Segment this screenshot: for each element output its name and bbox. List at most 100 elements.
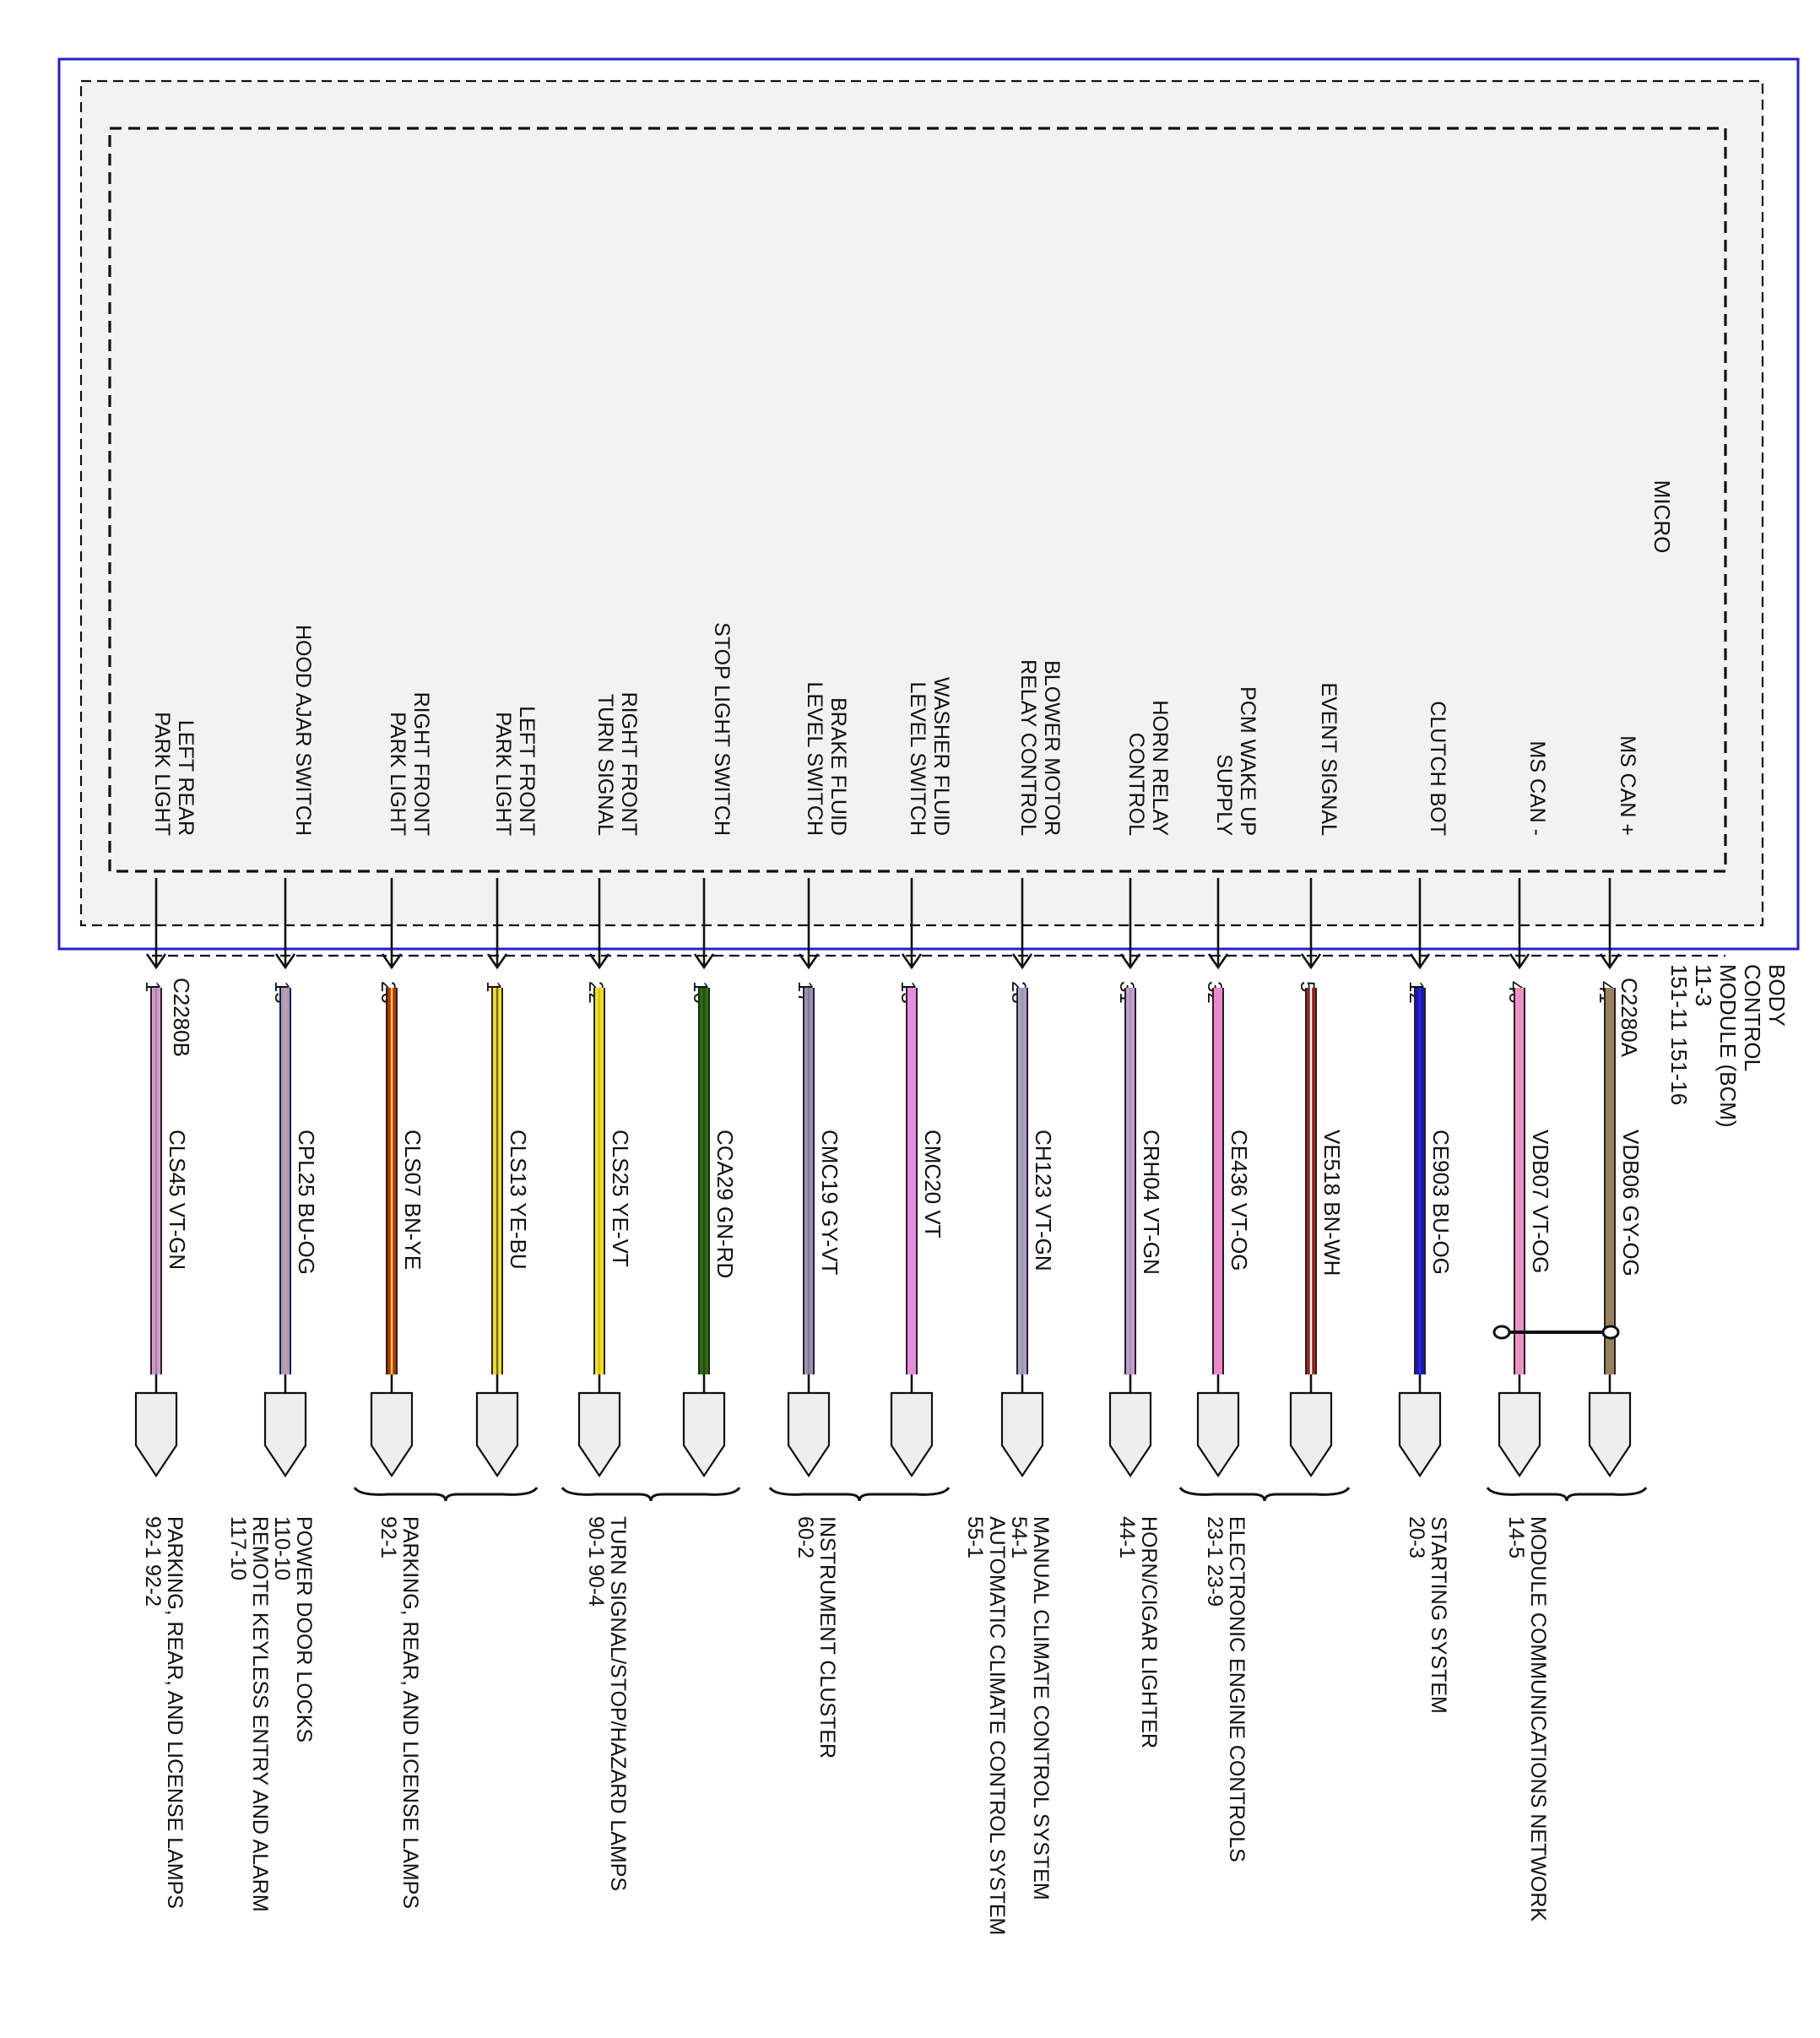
pin-arrow-icon — [1409, 953, 1431, 970]
wire-tracer — [1418, 988, 1422, 1374]
terminal-connector-icon — [1588, 1391, 1632, 1477]
wire-label: CE436 VT-OG — [1227, 1130, 1252, 1271]
signal-name: HORN RELAY — [1148, 700, 1172, 836]
group-brace — [561, 1487, 741, 1502]
wire-tracer — [910, 988, 913, 1374]
signal-name: RIGHT FRONT — [617, 692, 641, 836]
signal-name: BRAKE FLUID — [826, 697, 850, 836]
signal-name: RIGHT FRONT — [409, 692, 433, 836]
module-name-line: 151-11 151-16 — [1666, 964, 1692, 1105]
pin-arrow-icon — [274, 953, 296, 970]
signal-name: LEFT REAR — [174, 720, 198, 836]
destination-text: 20-3 — [1405, 1516, 1428, 1558]
wire-label: CLS25 YE-VT — [608, 1130, 633, 1267]
destination-text: 54-1 — [1007, 1516, 1031, 1558]
wire-label: CMC19 GY-VT — [817, 1130, 842, 1276]
terminal-connector-icon — [1196, 1391, 1240, 1477]
signal-name: RELAY CONTROL — [1016, 659, 1040, 836]
group-brace — [768, 1487, 951, 1502]
wire-tracer — [598, 988, 601, 1374]
destination-text: INSTRUMENT CLUSTER — [815, 1516, 839, 1759]
pin-arrow-icon — [1599, 953, 1621, 970]
wire-label: CRH04 VT-GN — [1139, 1130, 1164, 1275]
wire-label: CH123 VT-GN — [1031, 1130, 1056, 1271]
pin-arrow-icon — [901, 953, 923, 970]
destination-text: 14-5 — [1504, 1516, 1528, 1558]
terminal-connector-icon — [577, 1391, 621, 1477]
destination-text: 44-1 — [1115, 1516, 1139, 1558]
wire-label: CCA29 GN-RD — [712, 1130, 738, 1278]
signal-name: EVENT SIGNAL — [1317, 682, 1341, 836]
signal-name: PCM WAKE UP — [1236, 686, 1259, 836]
connector-c2280a-label: C2280A — [1617, 978, 1642, 1058]
pin-arrow-icon — [1119, 953, 1141, 970]
terminal-connector-icon — [263, 1391, 307, 1477]
terminal-connector-icon — [682, 1391, 726, 1477]
terminal-connector-icon — [890, 1391, 934, 1477]
signal-name: PARK LIGHT — [491, 712, 515, 836]
connector-c2280b-label: C2280B — [169, 978, 194, 1057]
terminal-connector-icon — [134, 1391, 178, 1477]
wire-label: CLS07 BN-YE — [400, 1130, 425, 1270]
wire-tracer — [1309, 988, 1313, 1374]
module-name-line: CONTROL — [1740, 964, 1765, 1071]
pin-arrow-icon — [1011, 953, 1033, 970]
wire-tracer — [702, 988, 706, 1374]
pin-arrow-icon — [798, 953, 820, 970]
signal-name: CONTROL — [1124, 733, 1148, 836]
signal-name: WASHER FLUID — [929, 677, 953, 836]
signal-name: CLUTCH BOT — [1426, 701, 1449, 836]
signal-name: STOP LIGHT SWITCH — [710, 622, 734, 836]
pin-arrow-icon — [145, 953, 167, 970]
destination-text: 117-10 — [226, 1516, 250, 1580]
destination-text: 90-1 90-4 — [584, 1516, 608, 1607]
wire-tracer — [284, 988, 287, 1374]
terminal-connector-icon — [787, 1391, 831, 1477]
wire-label: CLS13 YE-BU — [506, 1130, 531, 1270]
terminal-connector-icon — [370, 1391, 414, 1477]
destination-reference: MANUAL CLIMATE CONTROL SYSTEM54-1AUTOMAT… — [963, 1516, 1053, 1935]
wire-label: VDB06 GY-OG — [1618, 1130, 1644, 1276]
pin-arrow-icon — [1207, 953, 1229, 970]
signal-name: LEVEL SWITCH — [803, 682, 826, 836]
destination-text: REMOTE KEYLESS ENTRY AND ALARM — [248, 1516, 272, 1912]
terminal-connector-icon — [1108, 1391, 1152, 1477]
terminal-connector-icon — [1289, 1391, 1333, 1477]
wire-label: CPL25 BU-OG — [294, 1130, 319, 1275]
pin-arrow-icon — [693, 953, 715, 970]
circuit-cca29: STOP LIGHT SWITCH16CCA29 GN-RD — [682, 622, 738, 1477]
signal-name: TURN SIGNAL — [593, 694, 617, 836]
wire-tracer — [496, 988, 499, 1374]
pin-arrow-icon — [1509, 953, 1530, 970]
destination-text: STARTING SYSTEM — [1427, 1516, 1450, 1714]
signal-name: SUPPLY — [1212, 754, 1236, 836]
group-brace — [1178, 1487, 1351, 1502]
wire-label: CLS45 VT-GN — [165, 1130, 190, 1270]
signal-name: MS CAN + — [1616, 735, 1639, 836]
wire-label: VDB07 VT-OG — [1528, 1130, 1553, 1274]
signal-name: MS CAN - — [1525, 741, 1549, 837]
micro-box — [108, 127, 1727, 873]
terminal-connector-icon — [1000, 1391, 1044, 1477]
group-brace — [1486, 1487, 1648, 1502]
signal-name: BLOWER MOTOR — [1040, 660, 1064, 836]
micro-label: MICRO — [1649, 480, 1675, 554]
destination-text: TURN SIGNAL/STOP/HAZARD LAMPS — [606, 1516, 630, 1891]
circuit-ce436: PCM WAKE UPSUPPLY32CE436 VT-OG — [1196, 686, 1259, 1477]
destination-text: 55-1 — [963, 1516, 987, 1558]
circuit-vdb06: MS CAN +41VDB06 GY-OG — [1588, 735, 1644, 1477]
pin-arrow-icon — [1300, 953, 1322, 970]
signal-name: PARK LIGHT — [150, 712, 174, 836]
